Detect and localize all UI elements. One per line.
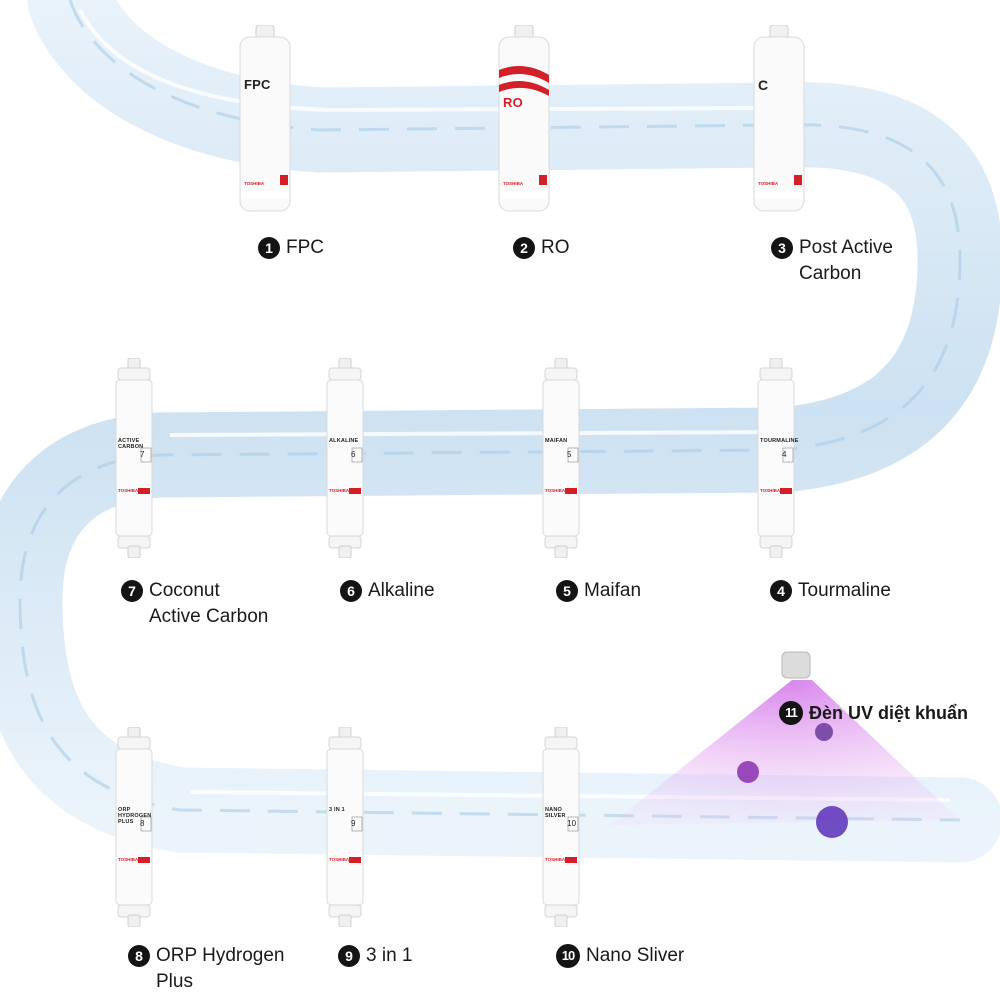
step-number-badge: 8 bbox=[128, 945, 150, 967]
cartridge-brand: TOSHIBA bbox=[760, 488, 781, 493]
filter-name: Post Active Carbon bbox=[799, 237, 893, 284]
step-number-badge: 5 bbox=[556, 580, 578, 602]
cartridge-print: ACTIVE CARBON bbox=[118, 438, 144, 450]
step-number-badge: 9 bbox=[338, 945, 360, 967]
filter-label: 4 Tourmaline bbox=[770, 578, 891, 604]
filter-cartridge: RO TOSHIBA bbox=[497, 25, 551, 215]
filter-label: 5 Maifan bbox=[556, 578, 641, 604]
filter-name: Đèn UV diệt khuẩn bbox=[809, 703, 969, 723]
cartridge-brand: TOSHIBA bbox=[329, 488, 350, 493]
filter-name: Alkaline bbox=[368, 580, 435, 601]
cartridge-brand: TOSHIBA bbox=[118, 857, 139, 862]
filter-name: Tourmaline bbox=[798, 580, 891, 601]
step-number-badge: 10 bbox=[556, 944, 580, 968]
filter-label: 11 Đèn UV diệt khuẩn bbox=[779, 700, 968, 726]
step-number-badge: 7 bbox=[121, 580, 143, 602]
cartridge-stage-number: 7 bbox=[140, 450, 145, 459]
cartridge-print: C bbox=[758, 77, 769, 93]
bacteria-icon bbox=[737, 761, 759, 783]
filter-cartridge: C TOSHIBA bbox=[752, 25, 806, 215]
cartridge-brand: TOSHIBA bbox=[758, 181, 779, 186]
cartridge-print: FPC bbox=[244, 77, 271, 92]
filter-name: RO bbox=[541, 237, 570, 258]
cartridge-print: 3 IN 1 bbox=[329, 807, 345, 813]
step-number-badge: 3 bbox=[771, 237, 793, 259]
filter-name: FPC bbox=[286, 237, 324, 258]
cartridge-stage-number: 10 bbox=[567, 819, 577, 828]
filter-name: 3 in 1 bbox=[366, 945, 413, 966]
uv-lamp-icon bbox=[781, 651, 811, 679]
cartridge-print: MAIFAN bbox=[545, 438, 568, 444]
filter-label: 3 Post Active Carbon bbox=[771, 235, 893, 287]
bacteria-icon bbox=[815, 723, 833, 741]
cartridge-print: NANO SILVER bbox=[545, 807, 566, 819]
step-number-badge: 6 bbox=[340, 580, 362, 602]
cartridge-brand: TOSHIBA bbox=[545, 488, 566, 493]
cartridge-print: ALKALINE bbox=[329, 438, 359, 444]
cartridge-brand: TOSHIBA bbox=[545, 857, 566, 862]
filter-name: ORP Hydrogen Plus bbox=[156, 945, 285, 992]
cartridge-stage-number: 9 bbox=[351, 819, 356, 828]
filter-name: Nano Sliver bbox=[586, 945, 685, 966]
cartridge-stage-number: 6 bbox=[351, 450, 356, 459]
filter-name: Maifan bbox=[584, 580, 642, 601]
filter-label: 8 ORP Hydrogen Plus bbox=[128, 943, 285, 995]
step-number-badge: 11 bbox=[779, 701, 803, 725]
cartridge-stage-number: 5 bbox=[567, 450, 572, 459]
step-number-badge: 1 bbox=[258, 237, 280, 259]
filter-label: 2 RO bbox=[513, 235, 570, 261]
cartridge-brand: TOSHIBA bbox=[503, 181, 524, 186]
cartridge-brand: TOSHIBA bbox=[244, 181, 265, 186]
cartridge-brand: TOSHIBA bbox=[118, 488, 139, 493]
cartridge-stage-number: 8 bbox=[140, 819, 145, 828]
bacteria-icon bbox=[816, 806, 848, 838]
filter-label: 10 Nano Sliver bbox=[556, 943, 684, 969]
filter-label: 7 Coconut Active Carbon bbox=[121, 578, 268, 630]
filter-name: Coconut Active Carbon bbox=[149, 580, 269, 627]
step-number-badge: 2 bbox=[513, 237, 535, 259]
cartridge-brand: TOSHIBA bbox=[329, 857, 350, 862]
cartridge-print: RO bbox=[503, 95, 523, 110]
filter-label: 6 Alkaline bbox=[340, 578, 435, 604]
filter-label: 9 3 in 1 bbox=[338, 943, 412, 969]
step-number-badge: 4 bbox=[770, 580, 792, 602]
uv-light-beam bbox=[610, 680, 960, 825]
cartridge-print: TOURMALINE bbox=[760, 438, 799, 444]
filter-cartridge: FPC TOSHIBA bbox=[238, 25, 292, 215]
cartridge-print: ORP HYDROGEN PLUS bbox=[118, 807, 152, 825]
filter-label: 1 FPC bbox=[258, 235, 324, 261]
cartridge-stage-number: 4 bbox=[782, 450, 787, 459]
